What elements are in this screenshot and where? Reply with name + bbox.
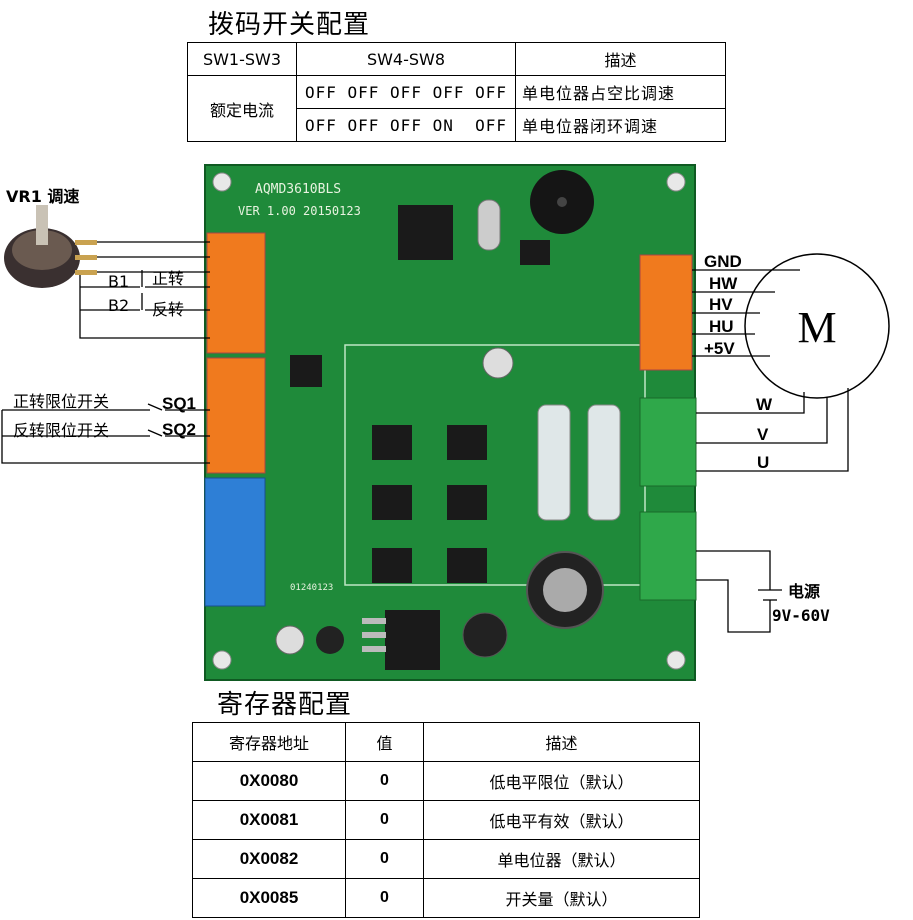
terminal-block-power bbox=[639, 511, 697, 601]
register-value-cell: 0 bbox=[345, 878, 424, 918]
ic-u3 bbox=[290, 355, 322, 387]
board-model: AQMD3610BLS bbox=[255, 182, 341, 197]
register-description-cell: 单电位器（默认） bbox=[423, 839, 700, 879]
w-phase-label: W bbox=[756, 395, 773, 414]
table-row: 0X0081 0 低电平有效（默认） bbox=[192, 800, 700, 840]
header-sw1-sw3: SW1-SW3 bbox=[187, 42, 297, 76]
register-config-table: 寄存器地址 值 描述 0X0080 0 低电平限位（默认） 0X0081 0 低… bbox=[192, 722, 700, 918]
5v-label: +5V bbox=[704, 339, 735, 358]
u-phase-label: U bbox=[757, 453, 770, 472]
regulator-u8 bbox=[385, 610, 440, 670]
hu-label: HU bbox=[709, 317, 734, 336]
board-serial: 01240123 bbox=[290, 583, 333, 593]
description-cell: 单电位器闭环调速 bbox=[515, 108, 726, 142]
header-value: 值 bbox=[345, 722, 424, 762]
ic-u9 bbox=[520, 240, 550, 265]
switch-state-cell: OFF OFF OFF OFF OFF bbox=[296, 75, 516, 109]
right-wiring bbox=[692, 269, 849, 633]
table-row: 0X0082 0 单电位器（默认） bbox=[192, 839, 700, 879]
motor-label: M bbox=[797, 303, 836, 352]
rated-current-cell: 额定电流 bbox=[187, 75, 297, 142]
table-header-row: 寄存器地址 值 描述 bbox=[192, 722, 700, 762]
power-range-label: 9V-60V bbox=[772, 606, 830, 625]
mosfet bbox=[372, 485, 412, 520]
header-register-address: 寄存器地址 bbox=[192, 722, 346, 762]
reverse-limit-label: 反转限位开关 bbox=[13, 421, 110, 440]
register-description-cell: 低电平限位（默认） bbox=[423, 761, 700, 801]
register-description-cell: 开关量（默认） bbox=[423, 878, 700, 918]
crystal bbox=[477, 199, 501, 251]
mounting-hole bbox=[666, 172, 686, 192]
inductor-l3 bbox=[316, 626, 344, 654]
b2-text: 反转 bbox=[152, 300, 185, 319]
mosfet bbox=[447, 485, 487, 520]
register-description-cell: 低电平有效（默认） bbox=[423, 800, 700, 840]
register-address-cell: 0X0082 bbox=[192, 839, 346, 879]
v-phase-label: V bbox=[757, 425, 769, 444]
header-description: 描述 bbox=[515, 42, 726, 76]
power-label: 电源 bbox=[788, 582, 821, 601]
terminal-block-hall bbox=[639, 254, 693, 371]
board-version: VER 1.00 20150123 bbox=[238, 204, 361, 218]
sq1-label: SQ1 bbox=[162, 394, 197, 413]
table-row: OFF OFF OFF ON OFF 单电位器闭环调速 bbox=[188, 108, 726, 142]
gnd-label: GND bbox=[704, 252, 742, 271]
mosfet bbox=[447, 425, 487, 460]
b1-label: B1 bbox=[108, 272, 130, 291]
mounting-hole bbox=[212, 650, 232, 670]
capacitor-c52 bbox=[482, 347, 514, 379]
terminal-block-p1 bbox=[206, 232, 266, 354]
mounting-hole bbox=[666, 650, 686, 670]
mosfet bbox=[372, 548, 412, 583]
capacitor-c43 bbox=[275, 625, 305, 655]
b2-label: B2 bbox=[108, 296, 130, 315]
mosfet bbox=[447, 548, 487, 583]
header-sw4-sw8: SW4-SW8 bbox=[296, 42, 516, 76]
hw-label: HW bbox=[709, 274, 738, 293]
mcu-chip bbox=[398, 205, 453, 260]
description-cell: 单电位器占空比调速 bbox=[515, 75, 726, 109]
table-row: 0X0080 0 低电平限位（默认） bbox=[192, 761, 700, 801]
sq2-label: SQ2 bbox=[162, 420, 197, 439]
header-description: 描述 bbox=[423, 722, 700, 762]
register-value-cell: 0 bbox=[345, 839, 424, 879]
terminal-block-motor bbox=[639, 397, 697, 487]
dip-switch bbox=[204, 477, 266, 607]
register-address-cell: 0X0081 bbox=[192, 800, 346, 840]
register-address-cell: 0X0085 bbox=[192, 878, 346, 918]
capacitor-c49 bbox=[462, 612, 508, 658]
register-address-cell: 0X0080 bbox=[192, 761, 346, 801]
potentiometer-icon bbox=[4, 205, 97, 288]
terminal-block-p2 bbox=[206, 357, 266, 474]
register-config-title: 寄存器配置 bbox=[217, 690, 353, 720]
dip-config-table: SW1-SW3 SW4-SW8 描述 额定电流 OFF OFF OFF OFF … bbox=[187, 42, 726, 142]
fuse bbox=[587, 404, 621, 521]
fuse bbox=[537, 404, 571, 521]
register-value-cell: 0 bbox=[345, 761, 424, 801]
vr1-label: VR1 调速 bbox=[6, 187, 80, 206]
mosfet bbox=[372, 425, 412, 460]
register-value-cell: 0 bbox=[345, 800, 424, 840]
left-wiring bbox=[1, 241, 210, 464]
b1-text: 正转 bbox=[152, 269, 185, 288]
dip-config-title: 拨码开关配置 bbox=[208, 10, 371, 40]
mounting-hole bbox=[212, 172, 232, 192]
forward-limit-label: 正转限位开关 bbox=[13, 392, 110, 411]
hv-label: HV bbox=[709, 295, 733, 314]
motor-icon bbox=[744, 253, 890, 399]
table-row: 额定电流 OFF OFF OFF OFF OFF 单电位器占空比调速 bbox=[187, 75, 726, 142]
table-header-row: SW1-SW3 SW4-SW8 描述 bbox=[187, 42, 726, 76]
table-row: 0X0085 0 开关量（默认） bbox=[192, 878, 700, 918]
switch-state-cell: OFF OFF OFF ON OFF bbox=[296, 108, 516, 142]
